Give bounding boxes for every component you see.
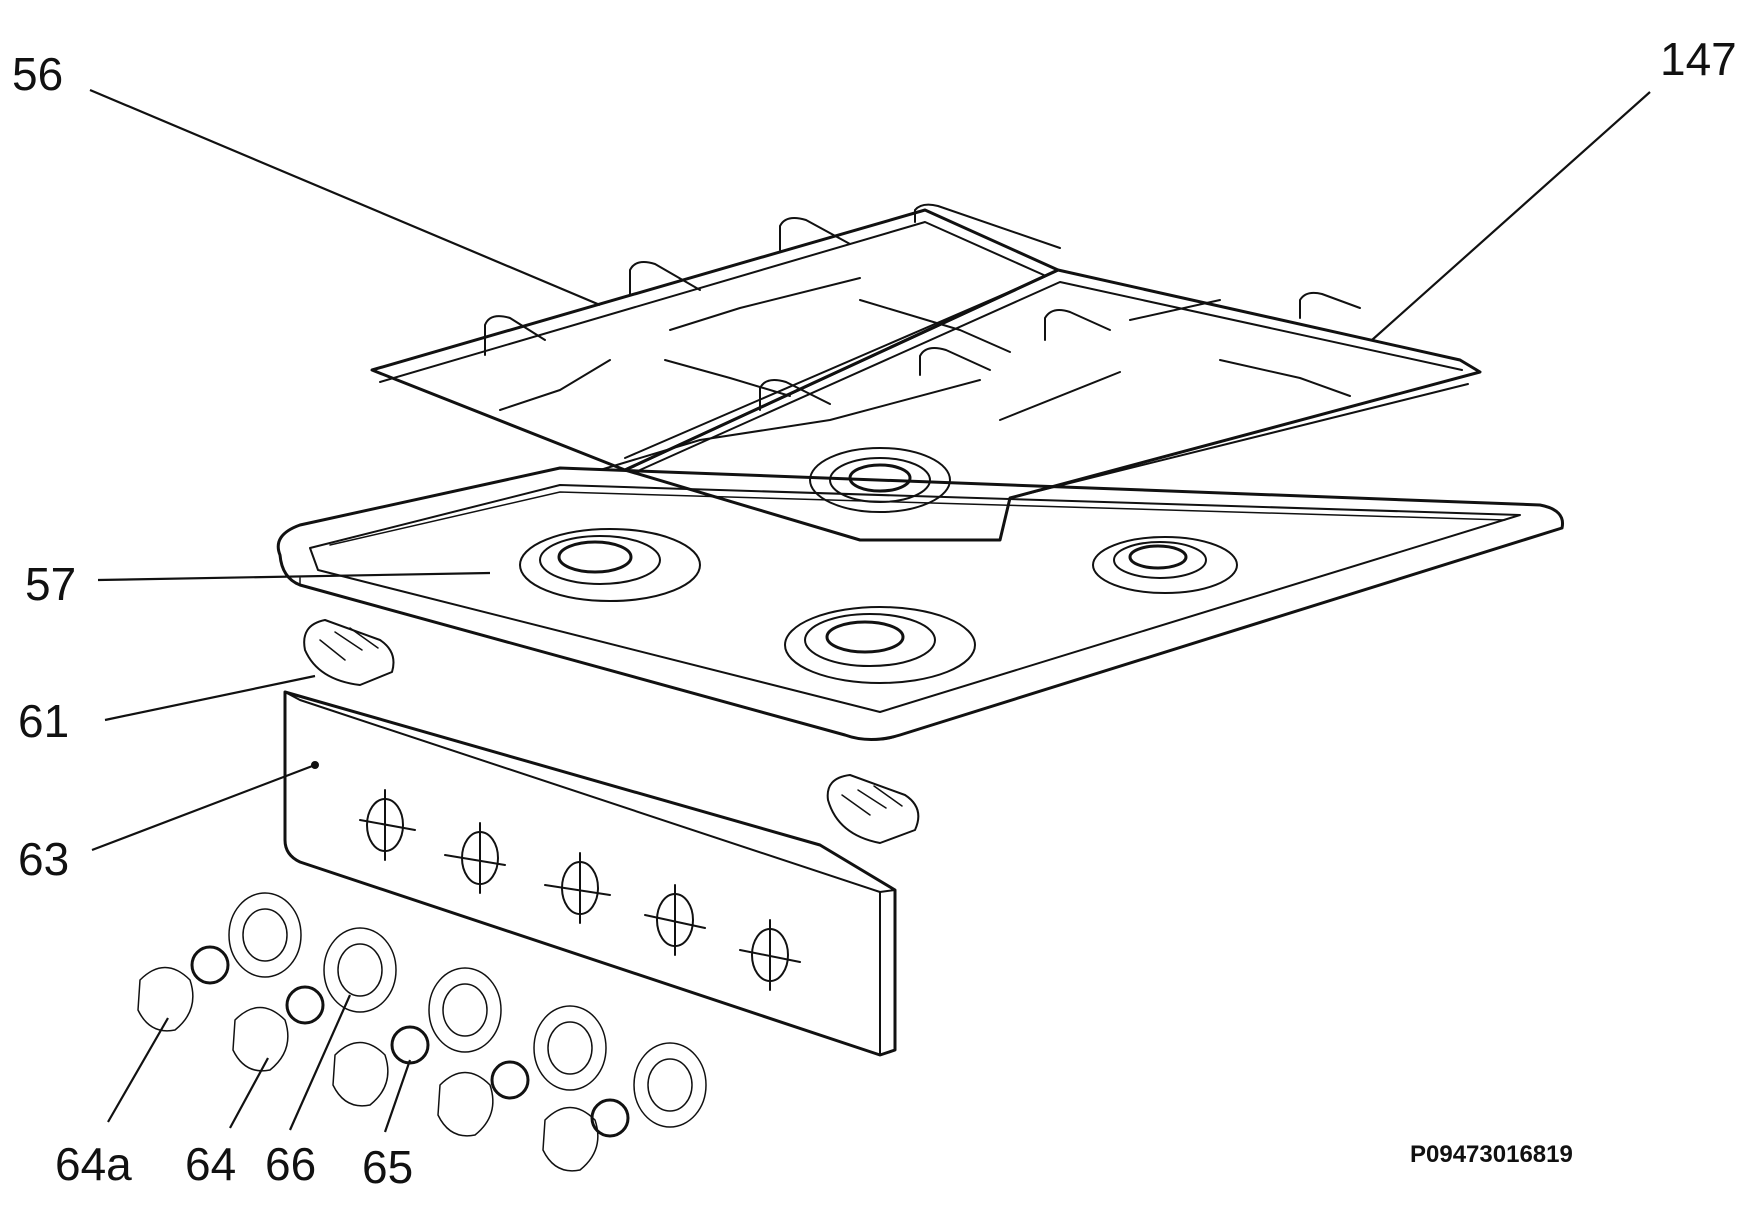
burner-right bbox=[1092, 536, 1238, 594]
control-knobs bbox=[137, 892, 707, 1172]
drawing-code: P09473016819 bbox=[1410, 1141, 1573, 1168]
burner-large-rear bbox=[809, 447, 951, 513]
hinge-right bbox=[826, 774, 920, 844]
burner-left bbox=[519, 528, 701, 602]
callout-56: 56 bbox=[12, 48, 63, 100]
callout-65: 65 bbox=[362, 1141, 413, 1193]
callout-63: 63 bbox=[18, 833, 69, 885]
hinge-left bbox=[303, 619, 395, 686]
callout-66: 66 bbox=[265, 1138, 316, 1190]
callout-64a: 64a bbox=[55, 1138, 132, 1190]
callout-147: 147 bbox=[1660, 33, 1737, 85]
callout-64: 64 bbox=[185, 1138, 236, 1190]
callout-61: 61 bbox=[18, 695, 69, 747]
burner-front bbox=[784, 606, 976, 684]
hob-top-plate bbox=[276, 447, 1565, 741]
knob-openings bbox=[359, 789, 801, 991]
pan-support-grid bbox=[370, 203, 1482, 542]
leader-lines bbox=[89, 88, 1651, 1133]
control-panel bbox=[283, 690, 897, 1057]
callout-57: 57 bbox=[25, 558, 76, 610]
